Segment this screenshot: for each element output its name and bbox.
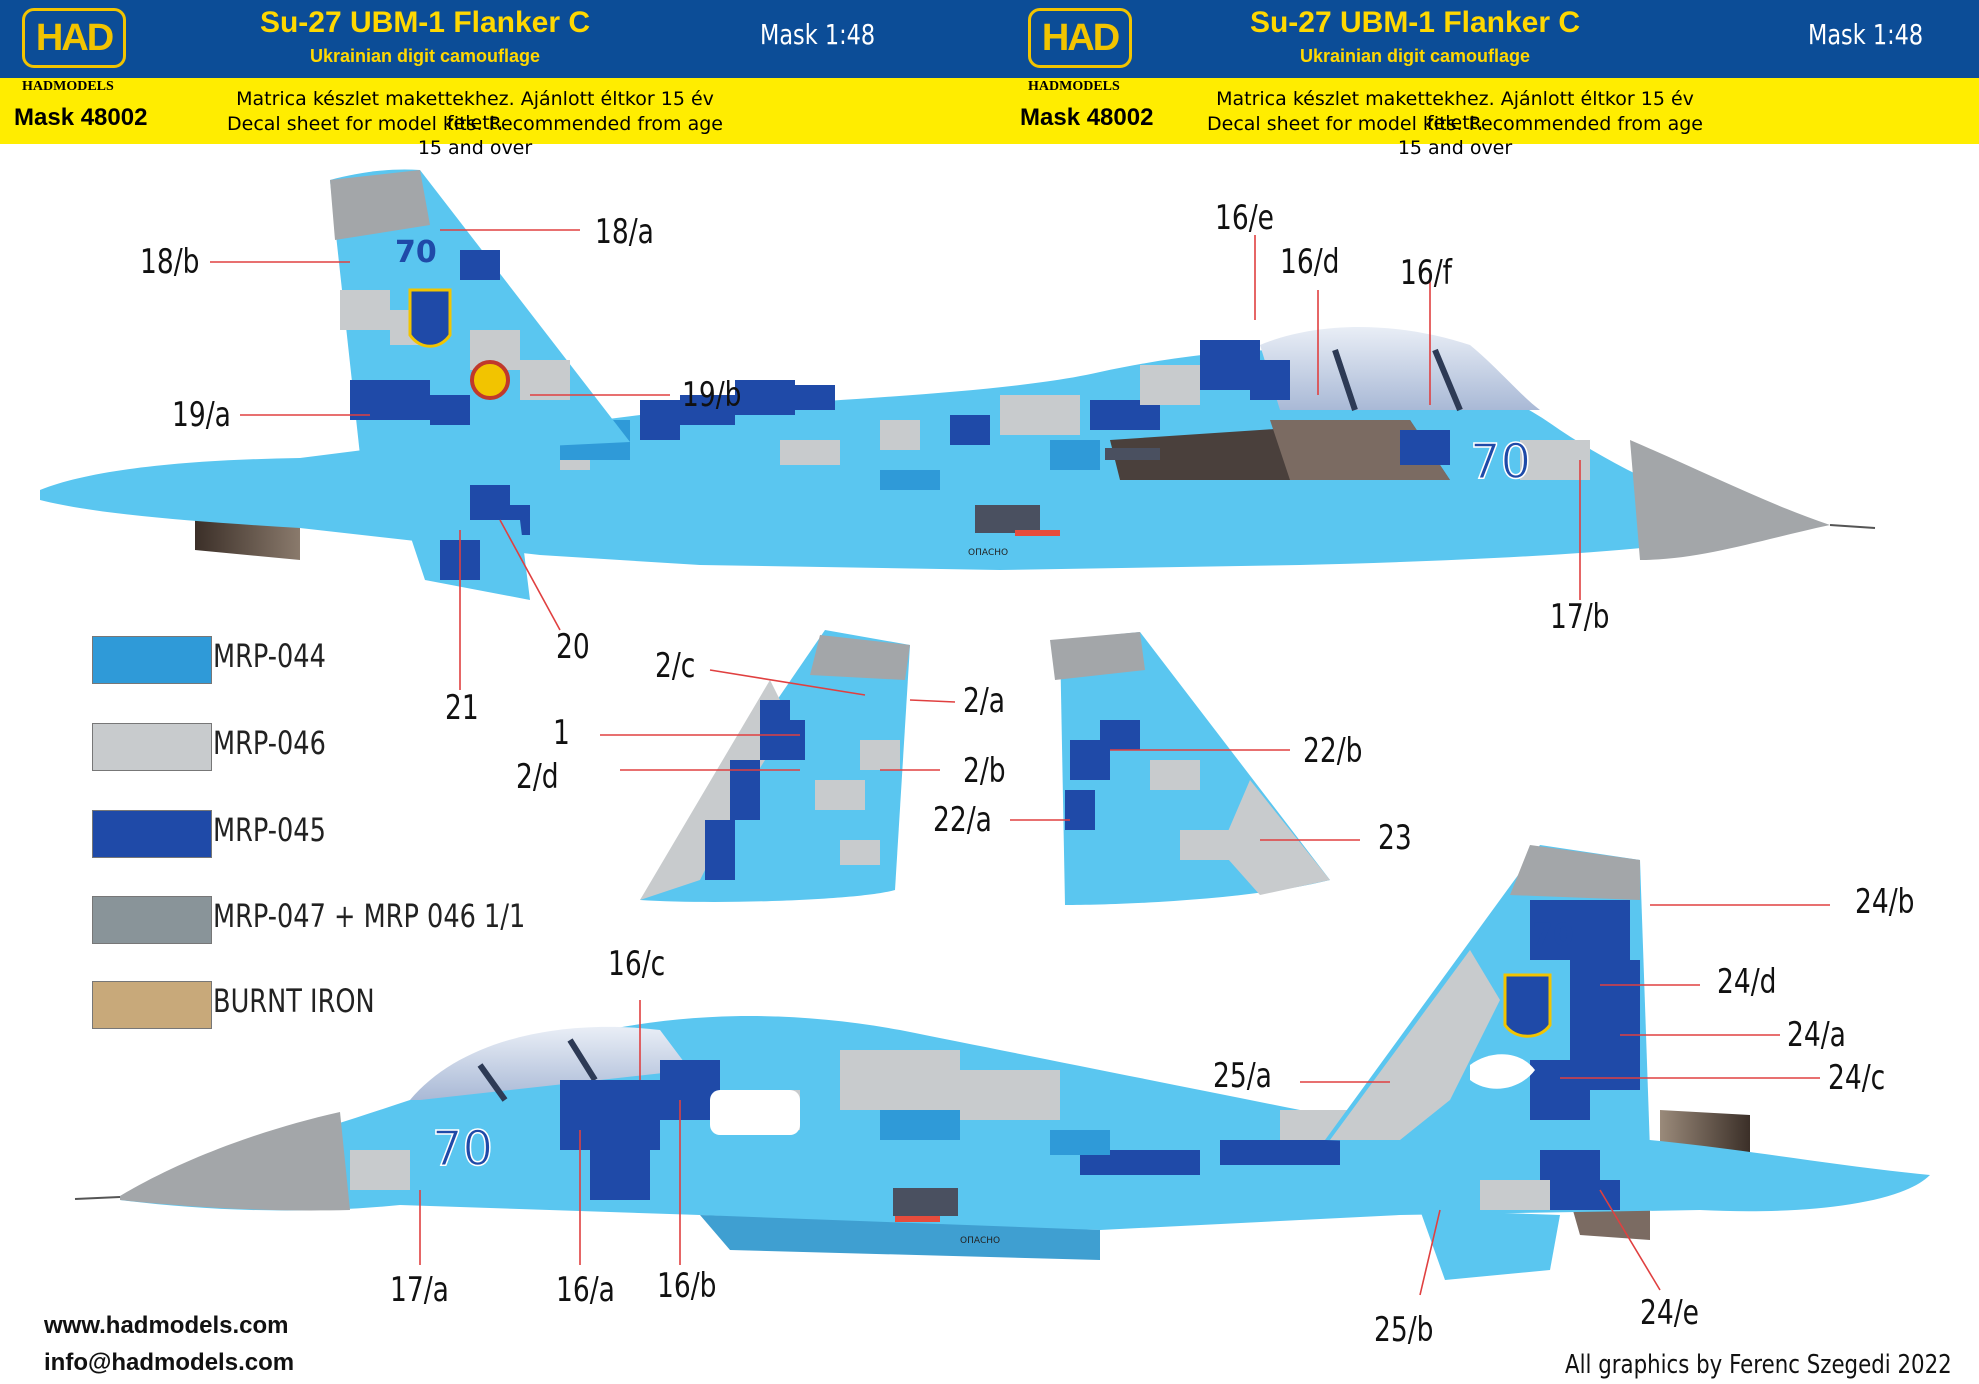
legend-swatch-mrp047 [92,896,212,944]
bottom-aircraft-profile [74,845,1930,1280]
callout-17a: 17/a [390,1270,449,1310]
top-warning-text: ОПАСНО [968,548,1008,558]
subtitle-left: Ukrainian digit camouflage [309,46,541,66]
callout-2d: 2/d [516,757,559,797]
callout-16c: 16/c [608,944,666,984]
website-link[interactable]: www.hadmodels.com [44,1312,289,1339]
bottom-trident-emblem [1503,973,1552,1038]
callout-16e: 16/e [1215,198,1274,238]
top-tail-number-fin: 70 [395,235,437,270]
legend-label-burnt-iron: BURNT IRON [213,982,375,1020]
bottom-fuselage [120,1016,1930,1230]
header-yellow-band [0,78,1979,144]
mask-number-right: Mask 48002 [1020,104,1154,131]
bottom-warning-text: ОПАСНО [960,1236,1000,1246]
callout-22b: 22/b [1303,731,1363,771]
legend-label-mrp045: MRP-045 [213,811,326,849]
brand-name-left: HADMODELS [22,79,114,94]
bottom-nose-radome [120,1112,350,1211]
subtitle-right: Ukrainian digit camouflage [1299,46,1531,66]
title-left: Su-27 UBM-1 Flanker C [259,6,591,39]
callout-16f: 16/f [1400,253,1453,293]
callout-18b: 18/b [140,242,200,282]
right-tail-fin-plan [1050,632,1330,905]
callout-23: 23 [1378,818,1412,858]
callout-20: 20 [556,627,590,667]
left-tail-fin-plan [640,630,910,902]
bottom-nose-art [1470,1054,1535,1089]
legend-label-mrp046: MRP-046 [213,724,326,762]
callout-19b: 19/b [682,375,742,415]
header-banner: HAD HADMODELS Mask 48002 Su-27 UBM-1 Fla… [0,0,1979,159]
top-tail-number-nose: 70 [1470,434,1531,490]
callout-24a: 24/a [1787,1015,1846,1055]
callout-1: 1 [553,713,570,753]
callout-16d: 16/d [1280,242,1340,282]
top-canopy [1260,326,1540,410]
callout-2a: 2/a [963,681,1006,721]
legend-swatch-burnt-iron [92,981,212,1029]
callout-18a: 18/a [595,212,654,252]
callout-17b: 17/b [1550,597,1610,637]
top-aircraft-profile [40,169,1876,600]
brand-name-right: HADMODELS [1028,79,1120,94]
graphics-credit: All graphics by Ferenc Szegedi 2022 [1565,1350,1952,1380]
callout-21: 21 [445,688,479,728]
callout-16a: 16/a [556,1270,615,1310]
legend-label-mrp047: MRP-047 + MRP 046 1/1 [213,897,526,935]
had-logo-right: HAD [1028,8,1132,68]
callout-24e: 24/e [1640,1293,1699,1333]
callout-leader-lines [210,229,1830,1296]
top-unit-badge [470,360,510,400]
title-right: Su-27 UBM-1 Flanker C [1249,6,1581,39]
scale-right: Mask 1:48 [1808,18,1924,51]
callout-16b: 16/b [657,1266,717,1306]
callout-24c: 24/c [1828,1058,1886,1098]
callout-19a: 19/a [172,395,231,435]
top-trident-emblem [408,288,452,348]
callout-25b: 25/b [1374,1310,1434,1350]
legend-swatch-mrp045 [92,810,212,858]
note-line1-right: Matrica készlet makettekhez. Ajánlott él… [1216,88,1694,134]
bottom-tail-number-fin: 70 [1532,918,1574,953]
note-line2-left: Decal sheet for model kits. Recommended … [227,113,723,159]
callout-24b: 24/b [1855,882,1915,922]
bottom-ventral-fin [1420,1210,1560,1280]
callout-24d: 24/d [1717,962,1777,1002]
bottom-canopy [410,1026,690,1100]
bottom-tail-number-nose: 70 [432,1121,493,1177]
callout-2b: 2/b [963,751,1006,791]
legend-label-mrp044: MRP-044 [213,637,326,675]
callout-2c: 2/c [655,646,696,686]
scale-left: Mask 1:48 [760,18,876,51]
legend-swatch-mrp044 [92,636,212,684]
legend-swatch-mrp046 [92,723,212,771]
note-line1-left: Matrica készlet makettekhez. Ajánlott él… [236,88,714,134]
email-link[interactable]: info@hadmodels.com [44,1349,295,1376]
note-line2-right: Decal sheet for model kits. Recommended … [1207,113,1703,159]
callout-22a: 22/a [933,800,992,840]
top-nose-radome [1630,440,1830,560]
callout-25a: 25/a [1213,1056,1272,1096]
mask-number-left: Mask 48002 [14,104,148,131]
header-blue-band [0,0,1979,78]
had-logo-left: HAD [22,8,126,68]
